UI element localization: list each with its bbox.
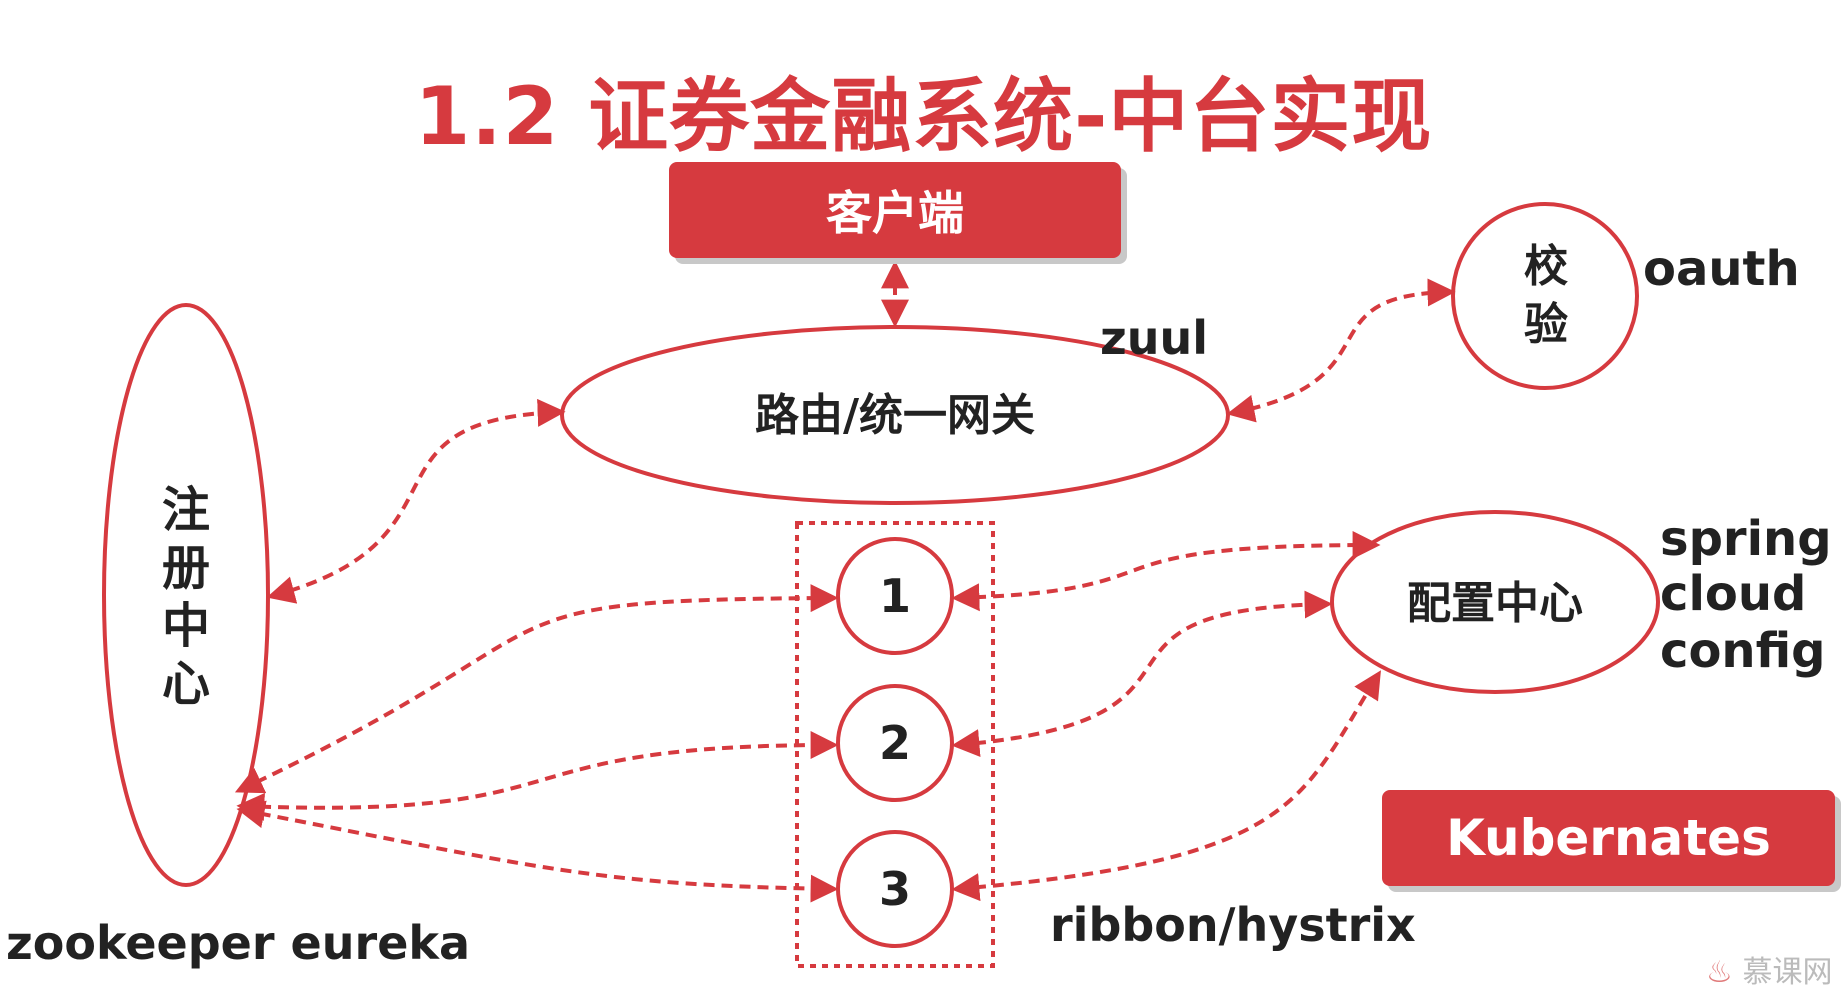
config-tech-spring: spring <box>1660 511 1832 567</box>
registry-service1-connector <box>234 584 839 794</box>
watermark-text: 慕课网 <box>1742 955 1833 990</box>
kubernetes-box: Kubernates <box>1382 790 1835 886</box>
auth-tech-label: oauth <box>1643 241 1800 297</box>
gateway-label: 路由/统一网关 <box>754 390 1036 441</box>
config-center-label: 配置中心 <box>1407 578 1583 629</box>
auth-label: 校验 <box>1524 241 1568 350</box>
client-box: 客户端 <box>669 162 1121 258</box>
service3-config-connector <box>951 670 1381 902</box>
registry-service2-connector <box>236 731 839 821</box>
page-title: 1.2 证券金融系统-中台实现 <box>414 70 1433 163</box>
client-lib-label: ribbon/hystrix <box>1050 898 1416 952</box>
client-label: 客户端 <box>826 186 964 240</box>
gateway-tech-label: zuul <box>1100 311 1209 365</box>
config-tech-config: config <box>1660 623 1826 679</box>
registry-service3-connector <box>236 800 839 903</box>
watermark-flame-icon: ♨ <box>1706 955 1733 990</box>
service-2-label: 2 <box>878 716 911 770</box>
watermark: ♨ 慕课网 <box>1706 958 1832 988</box>
service-3-label: 3 <box>878 862 911 916</box>
service2-config-connector <box>951 590 1333 758</box>
registry-tech-label: zookeeper eureka <box>6 916 471 970</box>
gateway-auth-connector <box>1226 278 1456 423</box>
registry-gateway-connector <box>266 398 566 604</box>
config-tech-cloud: cloud <box>1660 566 1807 622</box>
service1-config-connector <box>951 531 1381 612</box>
kubernetes-label: Kubernates <box>1446 809 1771 867</box>
service-1-label: 1 <box>878 569 911 623</box>
registry-label: 注册中心 <box>161 482 210 712</box>
